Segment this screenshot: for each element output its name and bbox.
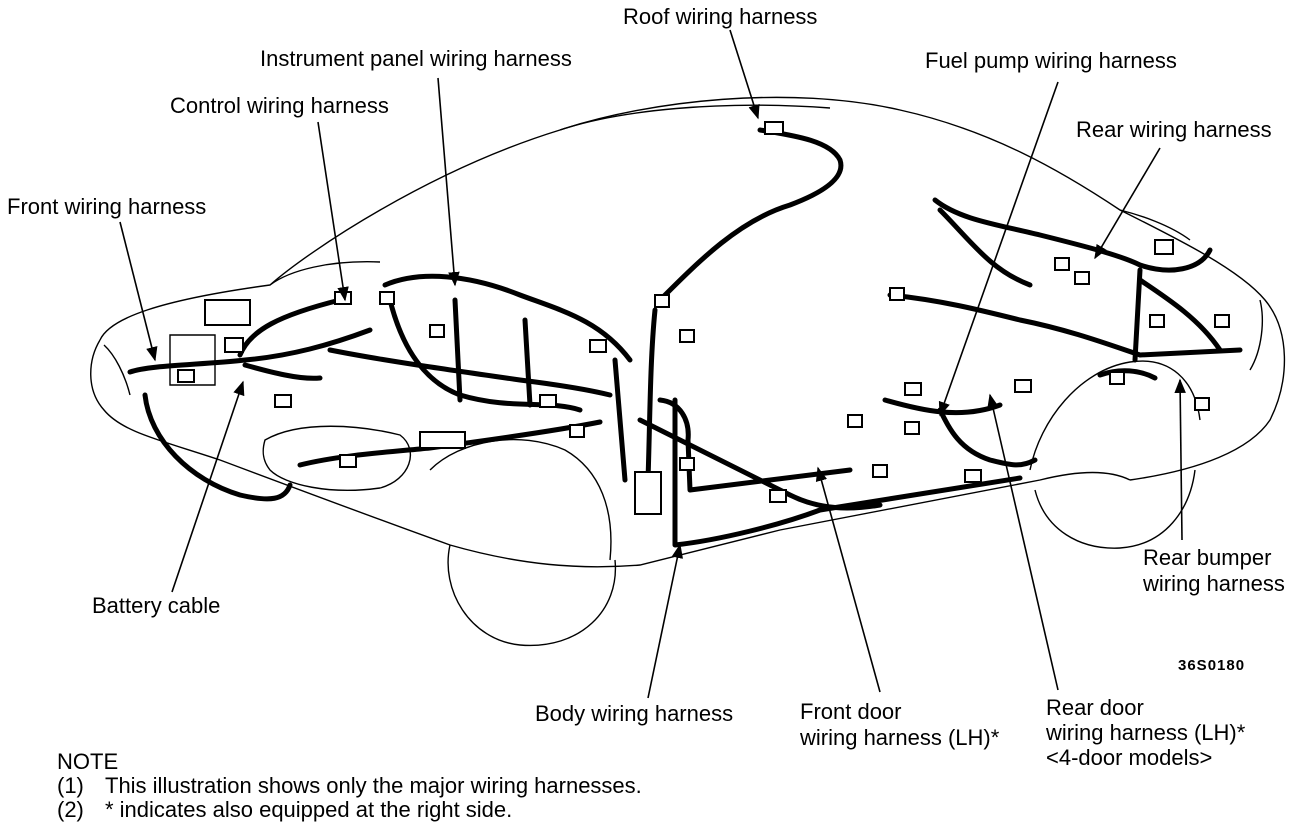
figure-code: 36S0180 <box>1178 657 1246 674</box>
connector-blocks <box>177 121 1230 515</box>
connector <box>872 464 888 478</box>
arrow-control <box>317 121 349 302</box>
leader-arrows <box>119 29 1186 699</box>
arrow-rear-door <box>987 393 1059 691</box>
connector <box>339 454 357 468</box>
connector <box>274 394 292 408</box>
connector <box>964 469 982 483</box>
arrow-fuel-pump <box>938 81 1059 417</box>
label-rear-door-line1: Rear door <box>1046 695 1144 720</box>
connector <box>334 291 352 305</box>
label-rear-door-line2: wiring harness (LH)* <box>1046 720 1246 745</box>
label-fuel-pump-wiring-harness: Fuel pump wiring harness <box>925 48 1177 73</box>
note-item-number: (1) <box>57 773 84 798</box>
connector <box>1074 271 1090 285</box>
arrow-instrument-panel <box>437 77 460 287</box>
arrow-rear-bumper <box>1174 378 1186 541</box>
label-roof-wiring-harness: Roof wiring harness <box>623 4 818 29</box>
connector <box>847 414 863 428</box>
connector <box>1054 257 1070 271</box>
connector <box>889 287 905 301</box>
arrow-rear <box>1094 147 1161 260</box>
arrow-front <box>119 221 158 362</box>
connector <box>429 324 445 338</box>
label-front-door-line1: Front door <box>800 699 902 724</box>
connector <box>379 291 395 305</box>
label-control-wiring-harness: Control wiring harness <box>170 93 389 118</box>
arrow-roof <box>729 29 760 120</box>
connector <box>1109 371 1125 385</box>
arrow-body <box>647 543 683 699</box>
label-front-wiring-harness: Front wiring harness <box>7 194 207 219</box>
connector <box>764 121 784 135</box>
relay-box <box>204 299 251 326</box>
connector <box>654 294 670 308</box>
junction-block <box>634 471 662 515</box>
connector <box>679 457 695 471</box>
label-body-wiring-harness: Body wiring harness <box>535 701 734 726</box>
note-item-number: (2) <box>57 797 84 822</box>
label-battery-cable: Battery cable <box>92 593 221 618</box>
connector <box>1149 314 1165 328</box>
label-rear-door-line3: <4-door models> <box>1046 745 1213 770</box>
label-front-door-line2: wiring harness (LH)* <box>800 725 1000 750</box>
connector <box>1194 397 1210 411</box>
note-item: (1) This illustration shows only the majo… <box>57 774 642 798</box>
connector <box>419 431 466 449</box>
arrow-front-door <box>815 466 881 693</box>
connector <box>1014 379 1032 393</box>
note-title: NOTE <box>57 749 119 774</box>
label-rear-wiring-harness: Rear wiring harness <box>1076 117 1272 142</box>
connector <box>679 329 695 343</box>
connector <box>224 337 244 353</box>
connector <box>569 424 585 438</box>
connector <box>904 382 922 396</box>
connector <box>1214 314 1230 328</box>
note-item-text: This illustration shows only the major w… <box>105 773 642 798</box>
connector <box>904 421 920 435</box>
connector <box>589 339 607 353</box>
label-rear-bumper-line1: Rear bumper <box>1143 545 1272 570</box>
connector <box>539 394 557 408</box>
note-item: (2) * indicates also equipped at the righ… <box>57 798 512 822</box>
connector <box>769 489 787 503</box>
note-item-text: * indicates also equipped at the right s… <box>105 797 513 822</box>
connector <box>177 369 195 383</box>
label-instrument-panel-wiring-harness: Instrument panel wiring harness <box>260 46 572 71</box>
label-rear-bumper-line2: wiring harness <box>1143 571 1285 596</box>
arrow-battery-cable <box>171 380 245 593</box>
connector <box>1154 239 1174 255</box>
